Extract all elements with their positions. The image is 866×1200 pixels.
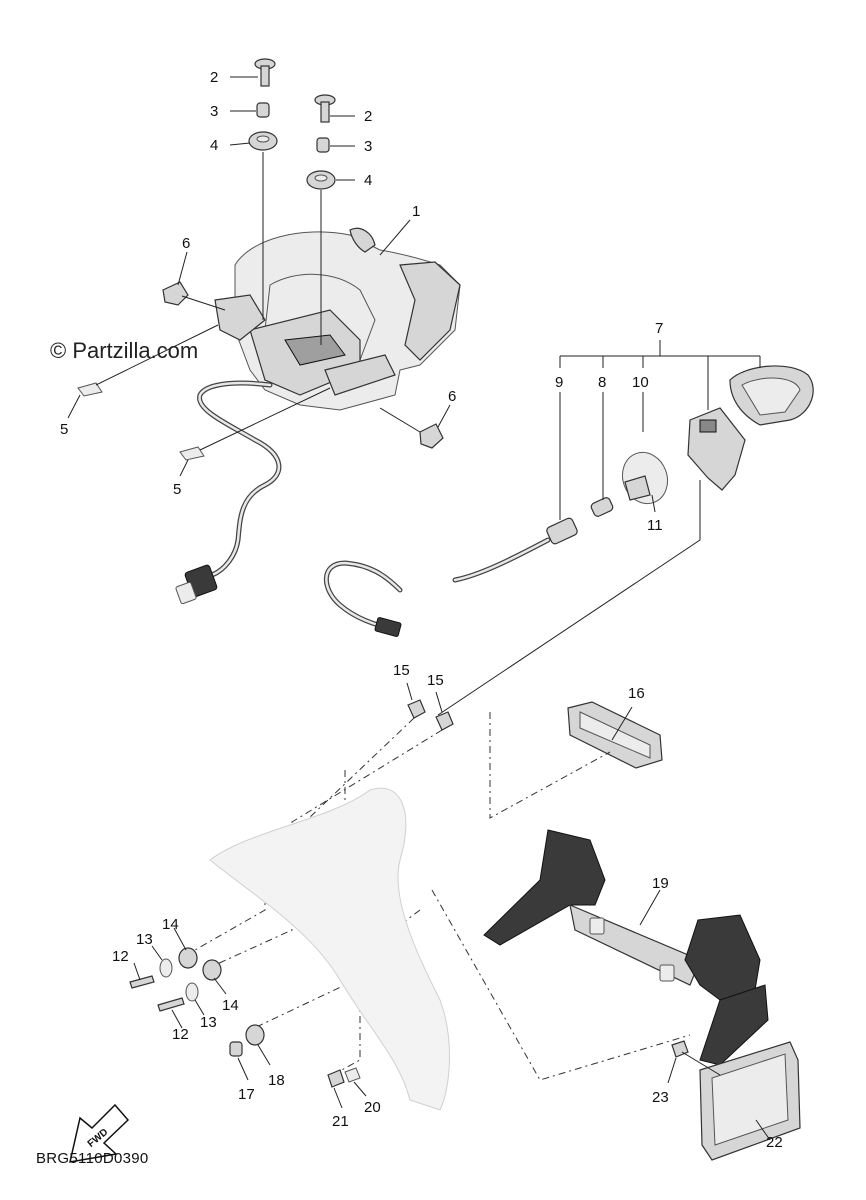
- collar-15-left: [407, 699, 426, 719]
- grommet-18: [245, 1024, 265, 1046]
- nut-14-upper: [178, 947, 198, 969]
- screw-12-upper: [129, 975, 155, 989]
- callout-16: 16: [628, 685, 645, 702]
- callout-12a: 12: [112, 948, 129, 965]
- license-light-base: [687, 407, 746, 491]
- callout-6b: 6: [448, 388, 456, 405]
- screw-12-lower: [157, 997, 185, 1012]
- clip-lower: [179, 446, 205, 461]
- socket-cord-9: [323, 517, 578, 637]
- license-light-lens: [729, 365, 814, 426]
- reflector-22: [699, 1041, 801, 1161]
- callout-17: 17: [238, 1086, 255, 1103]
- lamp-socket-11: [621, 451, 669, 505]
- damper-left: [162, 281, 189, 306]
- callout-1: 1: [412, 203, 420, 220]
- callout-14a: 14: [162, 916, 179, 933]
- clip-21: [327, 1069, 345, 1088]
- collar-17: [229, 1041, 243, 1057]
- callout-23: 23: [652, 1089, 669, 1106]
- callout-21: 21: [332, 1113, 349, 1130]
- callout-18: 18: [268, 1072, 285, 1089]
- callout-6a: 6: [182, 235, 190, 252]
- mudguard-outline: [209, 787, 450, 1111]
- clip-upper: [77, 382, 103, 397]
- callout-12b: 12: [172, 1026, 189, 1043]
- callout-19: 19: [652, 875, 669, 892]
- callout-10: 10: [632, 374, 649, 391]
- callout-3a: 3: [210, 103, 218, 120]
- screw-stack-right: [306, 94, 336, 190]
- tail-light-housing: [175, 227, 461, 605]
- watermark-text: © Partzilla.com: [50, 338, 199, 363]
- screw-stack-left: [248, 58, 278, 151]
- callout-4a: 4: [210, 137, 218, 154]
- clip-20: [344, 1067, 361, 1083]
- license-bracket-19: [483, 829, 769, 1066]
- bulb-8: [590, 497, 614, 517]
- callout-13a: 13: [136, 931, 153, 948]
- callout-5a: 5: [60, 421, 68, 438]
- callout-7: 7: [655, 320, 663, 337]
- callout-4b: 4: [364, 172, 372, 189]
- callout-20: 20: [364, 1099, 381, 1116]
- washer-13-upper: [159, 958, 173, 978]
- fwd-arrow-icon: FWD: [69, 1103, 130, 1163]
- callout-2b: 2: [364, 108, 372, 125]
- callout-5b: 5: [173, 481, 181, 498]
- callout-11: 11: [647, 517, 663, 534]
- callout-15a: 15: [393, 662, 410, 679]
- callout-2a: 2: [210, 69, 218, 86]
- washer-13-lower: [185, 982, 199, 1002]
- callout-22: 22: [766, 1134, 783, 1151]
- callout-9: 9: [555, 374, 563, 391]
- diagram-code: BRG5110D0390: [36, 1150, 149, 1167]
- damper-right: [419, 423, 444, 449]
- callout-13b: 13: [200, 1014, 217, 1031]
- callout-15b: 15: [427, 672, 444, 689]
- callout-8: 8: [598, 374, 606, 391]
- collar-15-right: [435, 711, 454, 731]
- callout-3b: 3: [364, 138, 372, 155]
- callout-14b: 14: [222, 997, 239, 1014]
- nut-14-lower: [202, 959, 222, 981]
